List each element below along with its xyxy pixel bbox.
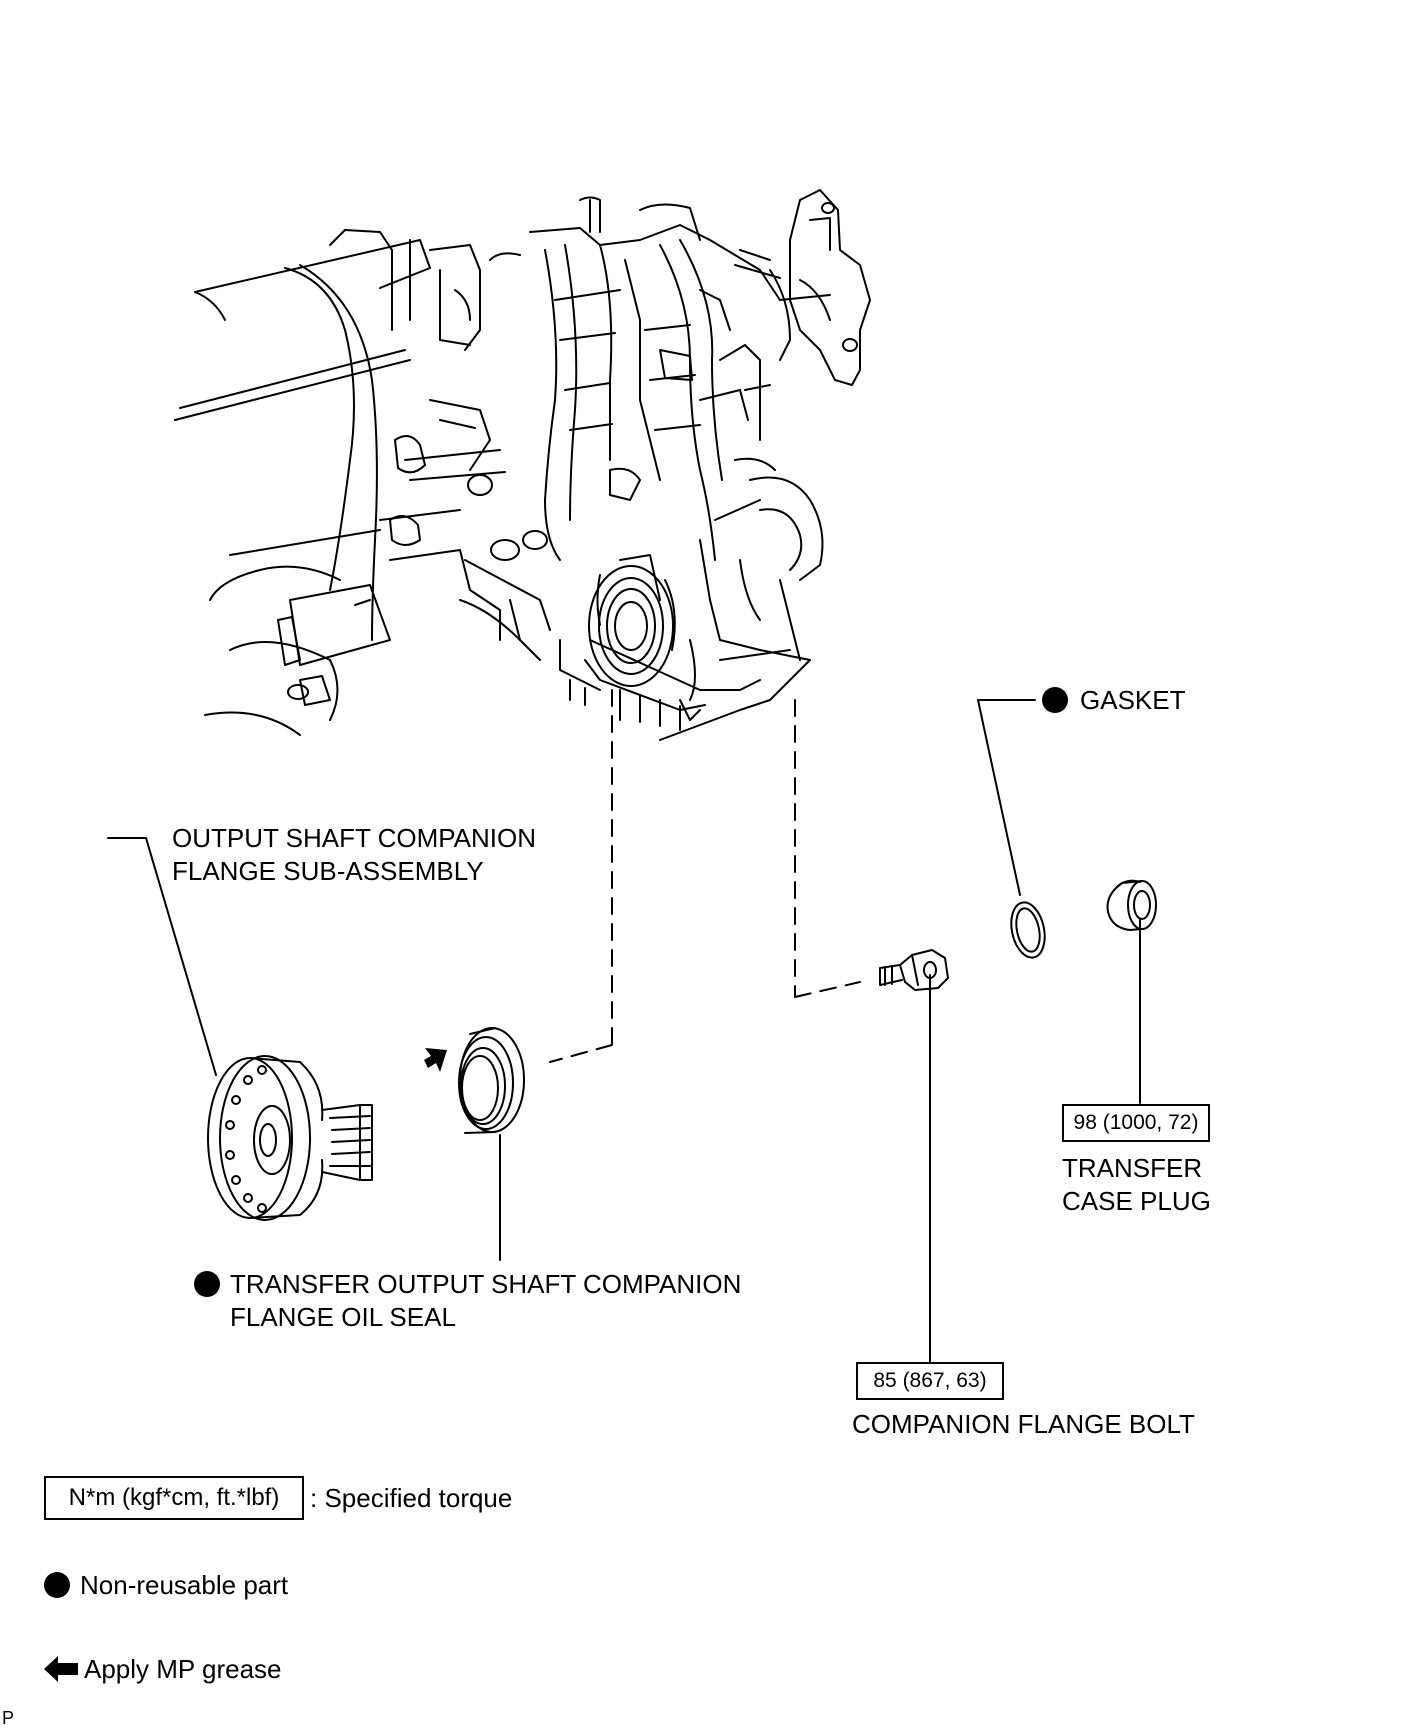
gasket — [1010, 901, 1046, 959]
legend-grease-text: Apply MP grease — [84, 1654, 282, 1684]
label-oil-seal-line1: TRANSFER OUTPUT SHAFT COMPANION — [230, 1269, 742, 1299]
label-bolt: COMPANION FLANGE BOLT — [852, 1409, 1195, 1439]
transfer-case-plug — [1106, 879, 1157, 931]
output-shaft-companion-flange — [207, 1055, 373, 1221]
label-output-flange-line1: OUTPUT SHAFT COMPANION — [172, 823, 537, 853]
torque-box-bolt: 85 (867, 63) — [856, 1362, 1004, 1400]
grease-arrow-icon — [44, 1656, 78, 1682]
non-reusable-dot-icon — [44, 1572, 70, 1598]
label-plug-line2: CASE PLUG — [1062, 1186, 1211, 1216]
legend-torque-box: N*m (kgf*cm, ft.*lbf) — [44, 1476, 304, 1520]
grease-arrow-marker — [424, 1048, 447, 1072]
transfer-case-housing — [174, 189, 871, 741]
non-reusable-dot-icon — [1042, 687, 1068, 713]
label-oil-seal-line2: FLANGE OIL SEAL — [230, 1302, 456, 1332]
label-gasket: GASKET — [1080, 685, 1186, 715]
torque-box-plug: 98 (1000, 72) — [1062, 1104, 1210, 1142]
legend-non-reusable-text: Non-reusable part — [80, 1570, 289, 1600]
leader-lines — [107, 699, 1141, 1363]
label-plug-line1: TRANSFER — [1062, 1153, 1203, 1183]
label-output-flange-line2: FLANGE SUB-ASSEMBLY — [172, 856, 484, 886]
companion-flange-bolt — [879, 949, 949, 991]
legend-torque-text: : Specified torque — [310, 1483, 513, 1513]
corner-code: P — [2, 1708, 15, 1728]
oil-seal — [458, 1027, 525, 1134]
alignment-lines — [549, 689, 861, 1063]
non-reusable-dot-icon — [194, 1271, 220, 1297]
